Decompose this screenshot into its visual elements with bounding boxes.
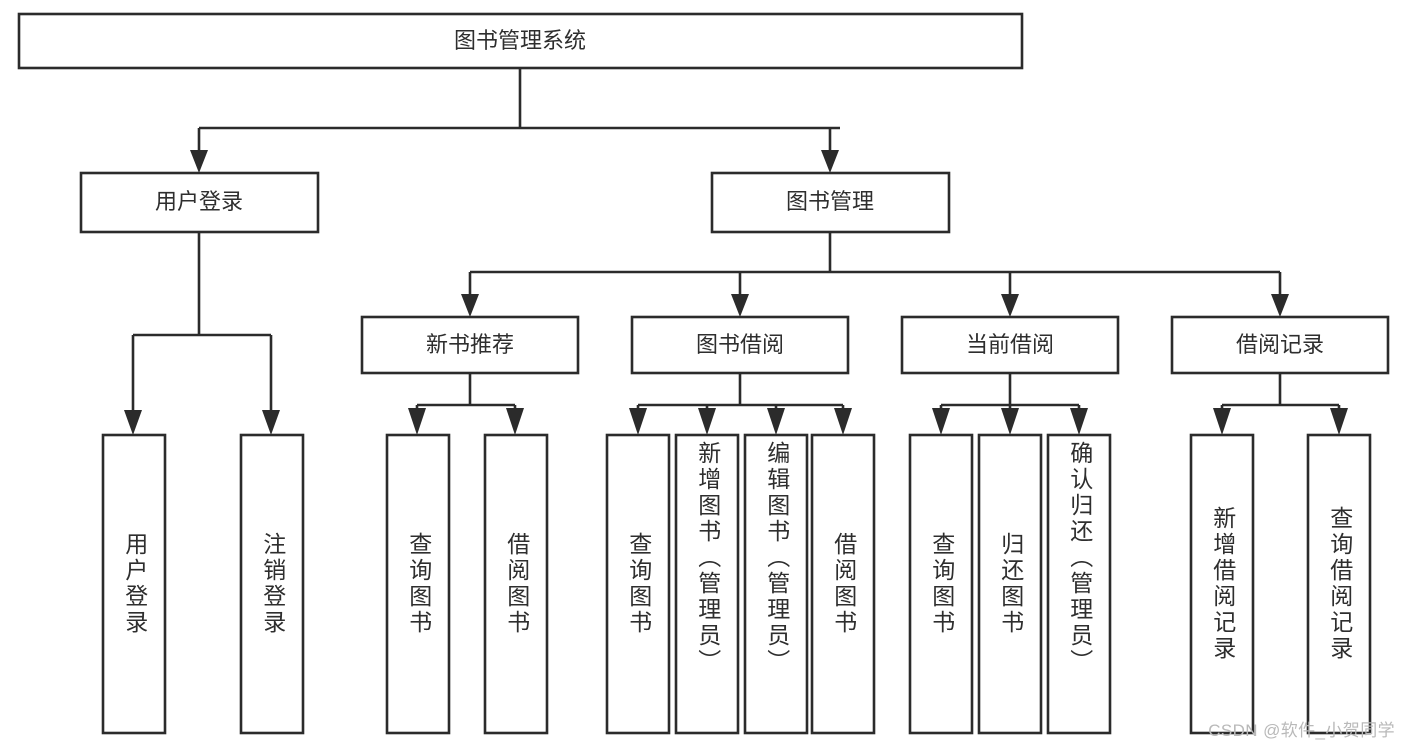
node-book-management-label: 图书管理 xyxy=(786,189,874,214)
node-new-book-recommend-label: 新书推荐 xyxy=(426,332,514,357)
node-user-login[interactable]: 用户登录 xyxy=(79,171,320,234)
arrowhead-bookborrow-leaf-2 xyxy=(698,408,716,435)
arrowhead-borrowrecord-leaf-1 xyxy=(1213,408,1231,435)
node-book-borrow-label: 图书借阅 xyxy=(696,332,784,357)
arrowhead-currentborrow-leaf-3 xyxy=(1070,408,1088,435)
leaf-box-query-book-1[interactable] xyxy=(385,433,451,735)
node-user-login-label: 用户登录 xyxy=(155,189,243,214)
arrowhead-leaf-logout xyxy=(262,410,280,435)
leaf-box-query-book-3[interactable] xyxy=(908,433,974,735)
leaf-box-user-login[interactable] xyxy=(101,433,167,735)
arrowhead-bookborrow-leaf-4 xyxy=(834,408,852,435)
leaf-box-logout[interactable] xyxy=(239,433,305,735)
node-new-book-recommend-box[interactable] xyxy=(360,315,580,375)
node-root-box[interactable] xyxy=(17,12,1024,70)
node-borrow-record[interactable]: 借阅记录 xyxy=(1170,315,1390,375)
arrowhead-currentborrow-leaf-1 xyxy=(932,408,950,435)
node-book-borrow-box[interactable] xyxy=(630,315,850,375)
arrowhead-borrow-record xyxy=(1271,294,1289,317)
node-new-book-recommend[interactable]: 新书推荐 xyxy=(360,315,580,375)
node-current-borrow-box[interactable] xyxy=(900,315,1120,375)
arrowhead-borrowrecord-leaf-2 xyxy=(1330,408,1348,435)
node-book-management-box[interactable] xyxy=(710,171,951,234)
arrowhead-book-borrow xyxy=(731,294,749,317)
arrowhead-bookborrow-leaf-3 xyxy=(767,408,785,435)
node-root-label: 图书管理系统 xyxy=(454,28,586,53)
leaf-box-add-book-admin[interactable] xyxy=(674,433,740,735)
arrowhead-currentborrow-leaf-2 xyxy=(1001,408,1019,435)
arrowhead-leaf-user-login xyxy=(124,410,142,435)
arrowhead-newbook-leaf-1 xyxy=(408,408,426,435)
arrowhead-newbook-leaf-2 xyxy=(506,408,524,435)
leaf-box-return-book[interactable] xyxy=(977,433,1043,735)
node-current-borrow-label: 当前借阅 xyxy=(966,332,1054,357)
arrowhead-to-book-mgmt xyxy=(821,150,839,173)
arrowhead-bookborrow-leaf-1 xyxy=(629,408,647,435)
leaf-box-edit-book-admin[interactable] xyxy=(743,433,809,735)
leaf-box-query-borrow-record[interactable] xyxy=(1306,433,1372,735)
arrowhead-new-book-rec xyxy=(461,294,479,317)
node-borrow-record-box[interactable] xyxy=(1170,315,1390,375)
leaf-box-borrow-book-2[interactable] xyxy=(810,433,876,735)
leaf-box-add-borrow-record[interactable] xyxy=(1189,433,1255,735)
node-book-management[interactable]: 图书管理 xyxy=(710,171,951,234)
arrowhead-to-user-login xyxy=(190,150,208,173)
node-current-borrow[interactable]: 当前借阅 xyxy=(900,315,1120,375)
leaf-box-confirm-return-admin[interactable] xyxy=(1046,433,1112,735)
leaf-box-query-book-2[interactable] xyxy=(605,433,671,735)
node-book-borrow[interactable]: 图书借阅 xyxy=(630,315,850,375)
node-borrow-record-label: 借阅记录 xyxy=(1236,332,1324,357)
leaf-box-borrow-book-1[interactable] xyxy=(483,433,549,735)
node-root[interactable]: 图书管理系统 xyxy=(17,12,1024,70)
arrowhead-current-borrow xyxy=(1001,294,1019,317)
